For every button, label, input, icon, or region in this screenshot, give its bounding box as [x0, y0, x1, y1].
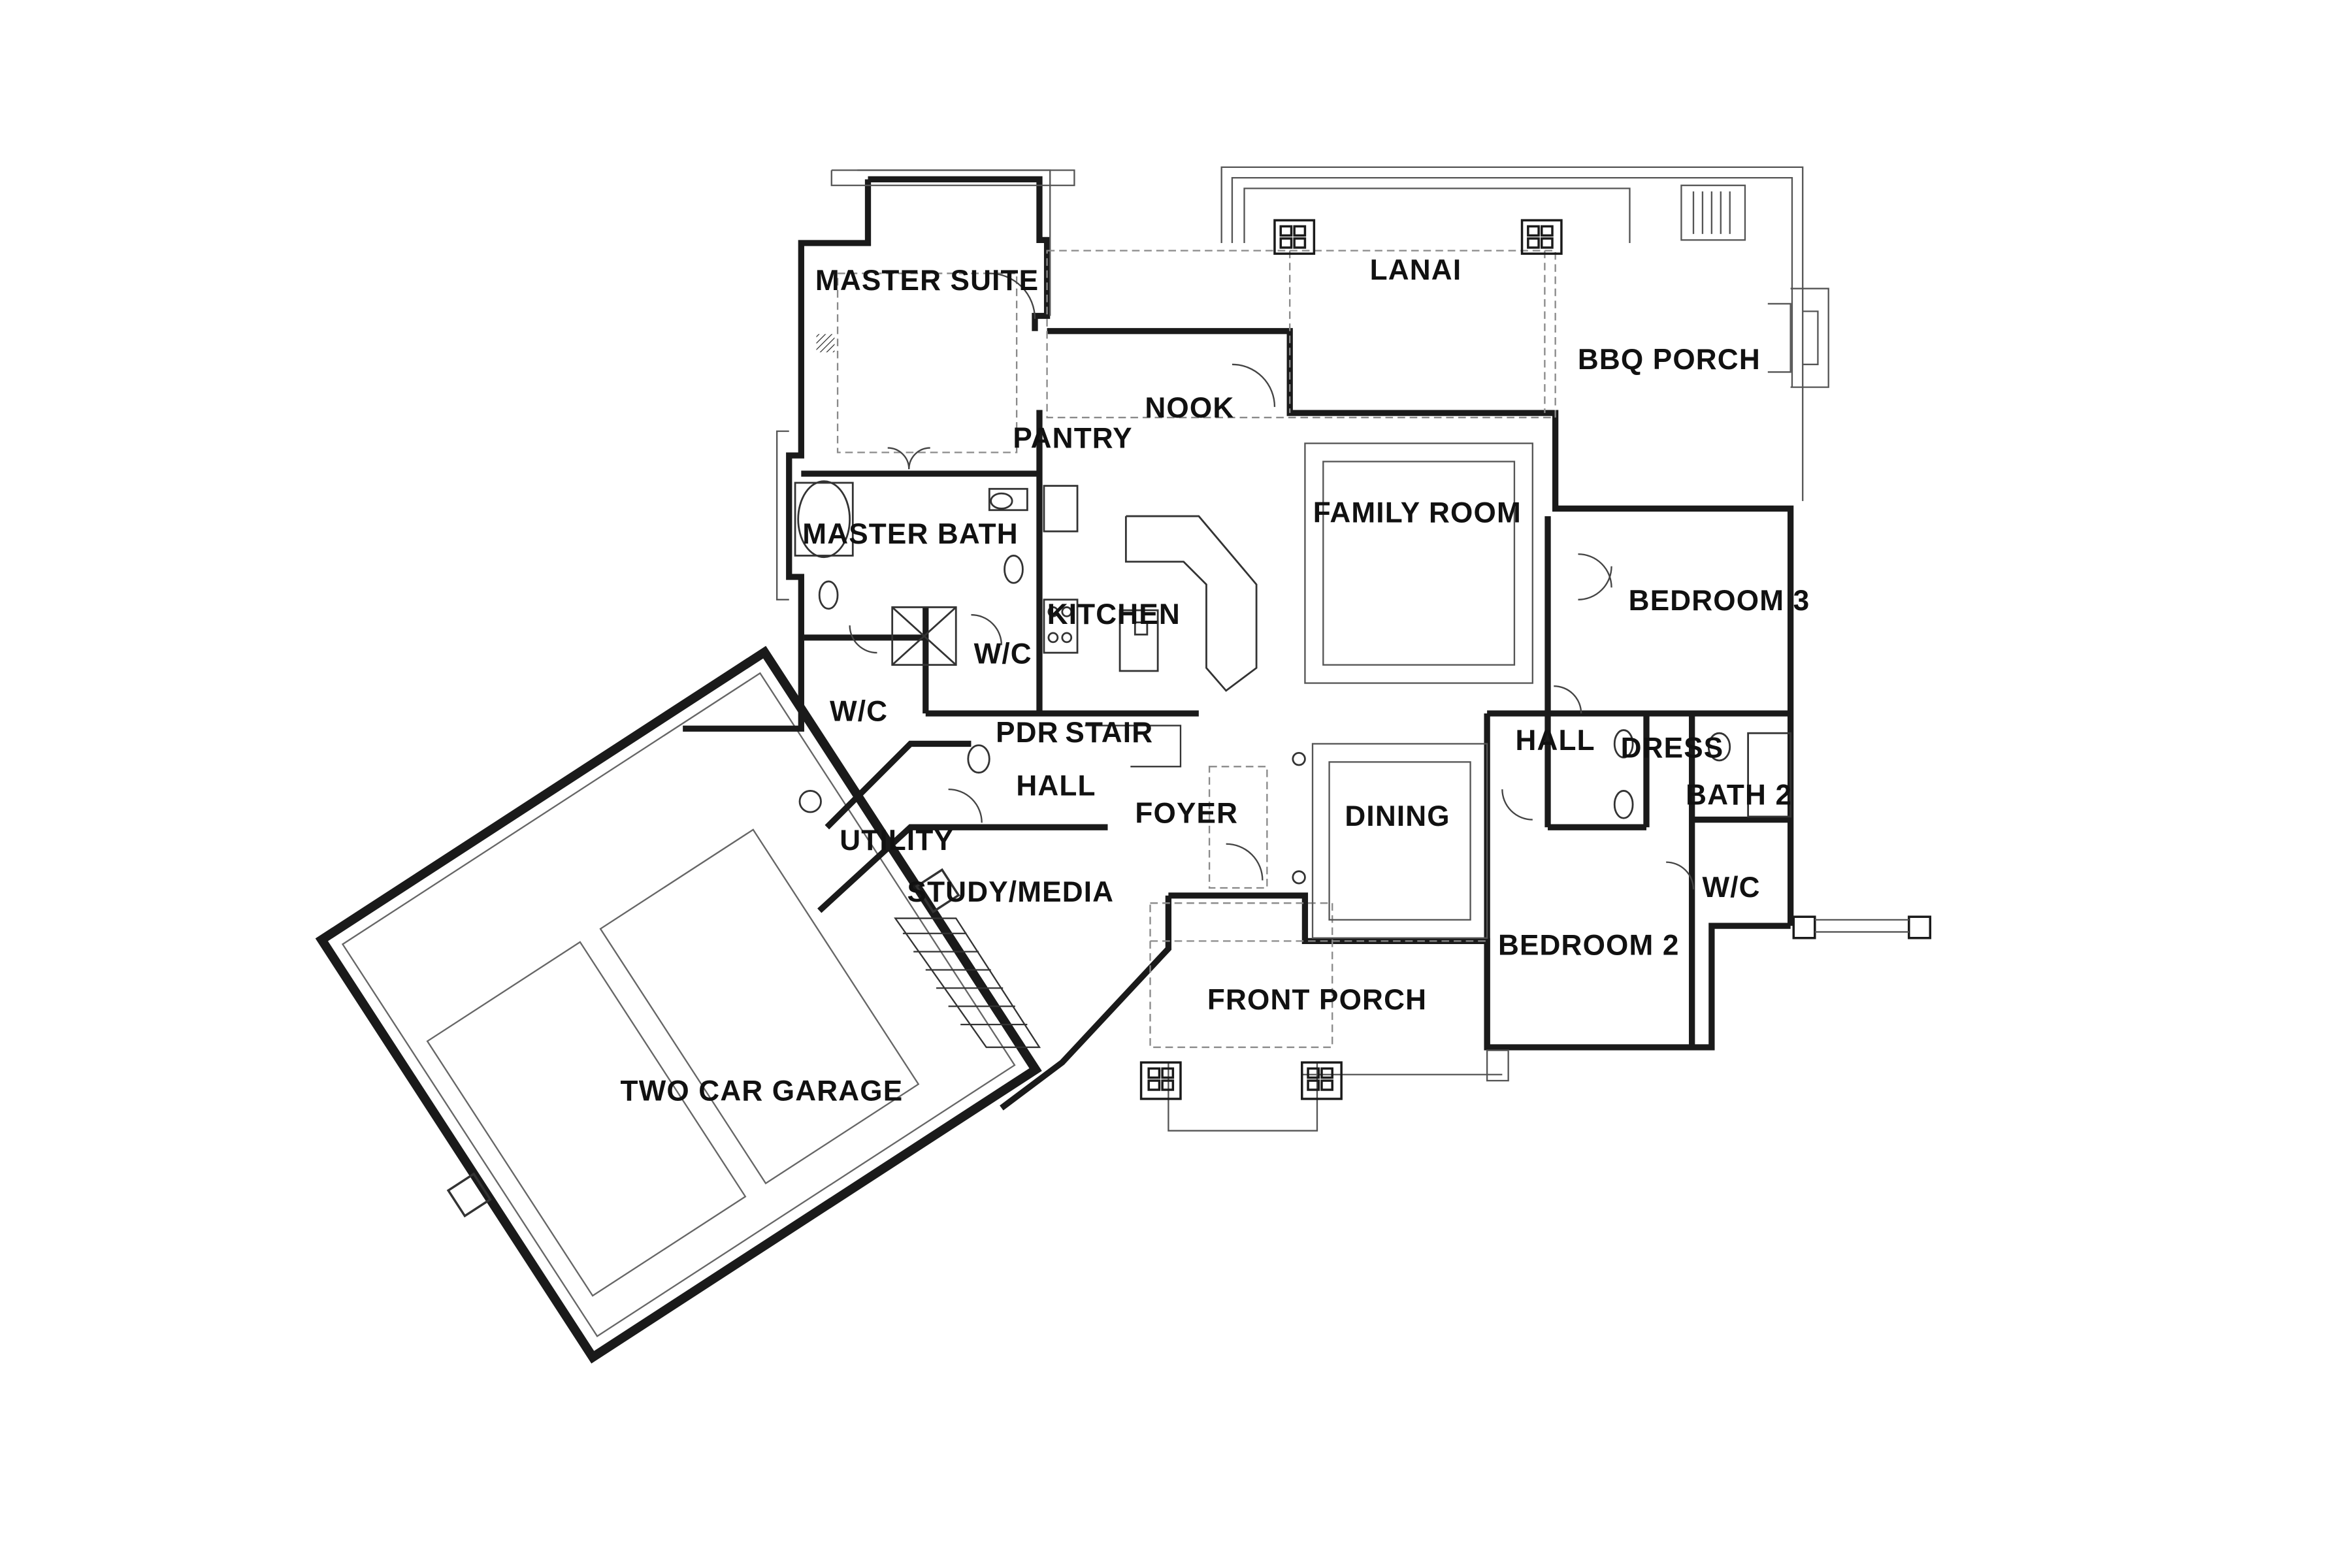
kitchen-island	[1119, 609, 1159, 672]
garage-outer-wall	[315, 645, 1042, 1364]
kitchen-range	[1043, 598, 1079, 654]
kitchen-counter	[1124, 515, 1258, 693]
label-bbq-porch: BBQ PORCH	[1578, 344, 1761, 376]
bedroom-east-wall	[1168, 892, 1791, 1051]
label-wic-master: W/C	[830, 696, 888, 728]
garage-door-left	[426, 941, 747, 1297]
label-two-car-garage: TWO CAR GARAGE	[621, 1075, 904, 1107]
garage-pier-left	[446, 1172, 492, 1218]
label-foyer: FOYER	[1135, 797, 1238, 829]
study-front-wall	[1000, 895, 1172, 1111]
label-nook: NOOK	[1145, 392, 1234, 424]
label-family-room: FAMILY ROOM	[1313, 497, 1522, 529]
master-suite-wall	[868, 176, 1051, 331]
outer-wall-faces	[776, 169, 1075, 600]
label-master-bath: MASTER BATH	[802, 518, 1018, 550]
label-wic-bedroom-2: W/C	[1702, 872, 1760, 904]
dashed-lines	[836, 250, 1556, 1049]
stairs	[894, 725, 1182, 1049]
label-bedroom-3: BEDROOM 3	[1629, 585, 1810, 617]
label-kitchen: KITCHEN	[1047, 598, 1181, 630]
bath-fixtures	[794, 480, 1792, 885]
coffered-ceilings	[1304, 442, 1533, 939]
kitchen-fixtures	[1043, 485, 1258, 693]
label-dress: DRESS	[1621, 732, 1724, 764]
garage-wing	[315, 645, 1042, 1364]
label-front-porch: FRONT PORCH	[1207, 984, 1427, 1016]
label-lanai: LANAI	[1370, 254, 1462, 286]
label-pantry: PANTRY	[1013, 423, 1132, 455]
bbq-grill	[1680, 184, 1746, 241]
lanai-area	[1220, 166, 1829, 501]
label-utility: UTILITY	[840, 825, 954, 857]
garage-door-right	[599, 828, 920, 1184]
label-hall-west: HALL	[1016, 770, 1096, 802]
label-bedroom-2: BEDROOM 2	[1498, 929, 1680, 961]
column-posts	[1139, 219, 1932, 1100]
label-stair: STAIR	[1065, 717, 1153, 749]
room-labels: MASTER SUITE LANAI BBQ PORCH NOOK PANTRY…	[621, 254, 1810, 1107]
kitchen-fridge	[1043, 485, 1079, 532]
label-bath-2: BATH 2	[1686, 779, 1792, 811]
label-pdr: PDR	[996, 717, 1059, 749]
label-study-media: STUDY/MEDIA	[907, 876, 1115, 908]
bbq-fireplace	[1790, 287, 1829, 388]
label-wic-master-bath: W/C	[974, 638, 1032, 670]
label-dining: DINING	[1345, 800, 1450, 832]
master-suite-west-wall	[683, 179, 872, 732]
label-master-suite: MASTER SUITE	[815, 265, 1039, 297]
hatch-patch	[816, 334, 835, 353]
master-tub	[797, 480, 851, 559]
label-hall-east: HALL	[1516, 725, 1595, 757]
main-walls	[683, 176, 1794, 1111]
master-shower	[891, 606, 957, 666]
door-swings	[849, 272, 1695, 890]
garage-pier-right	[915, 868, 960, 914]
garage-inner-line	[341, 672, 1016, 1337]
front-porch-area	[1168, 1049, 1509, 1132]
